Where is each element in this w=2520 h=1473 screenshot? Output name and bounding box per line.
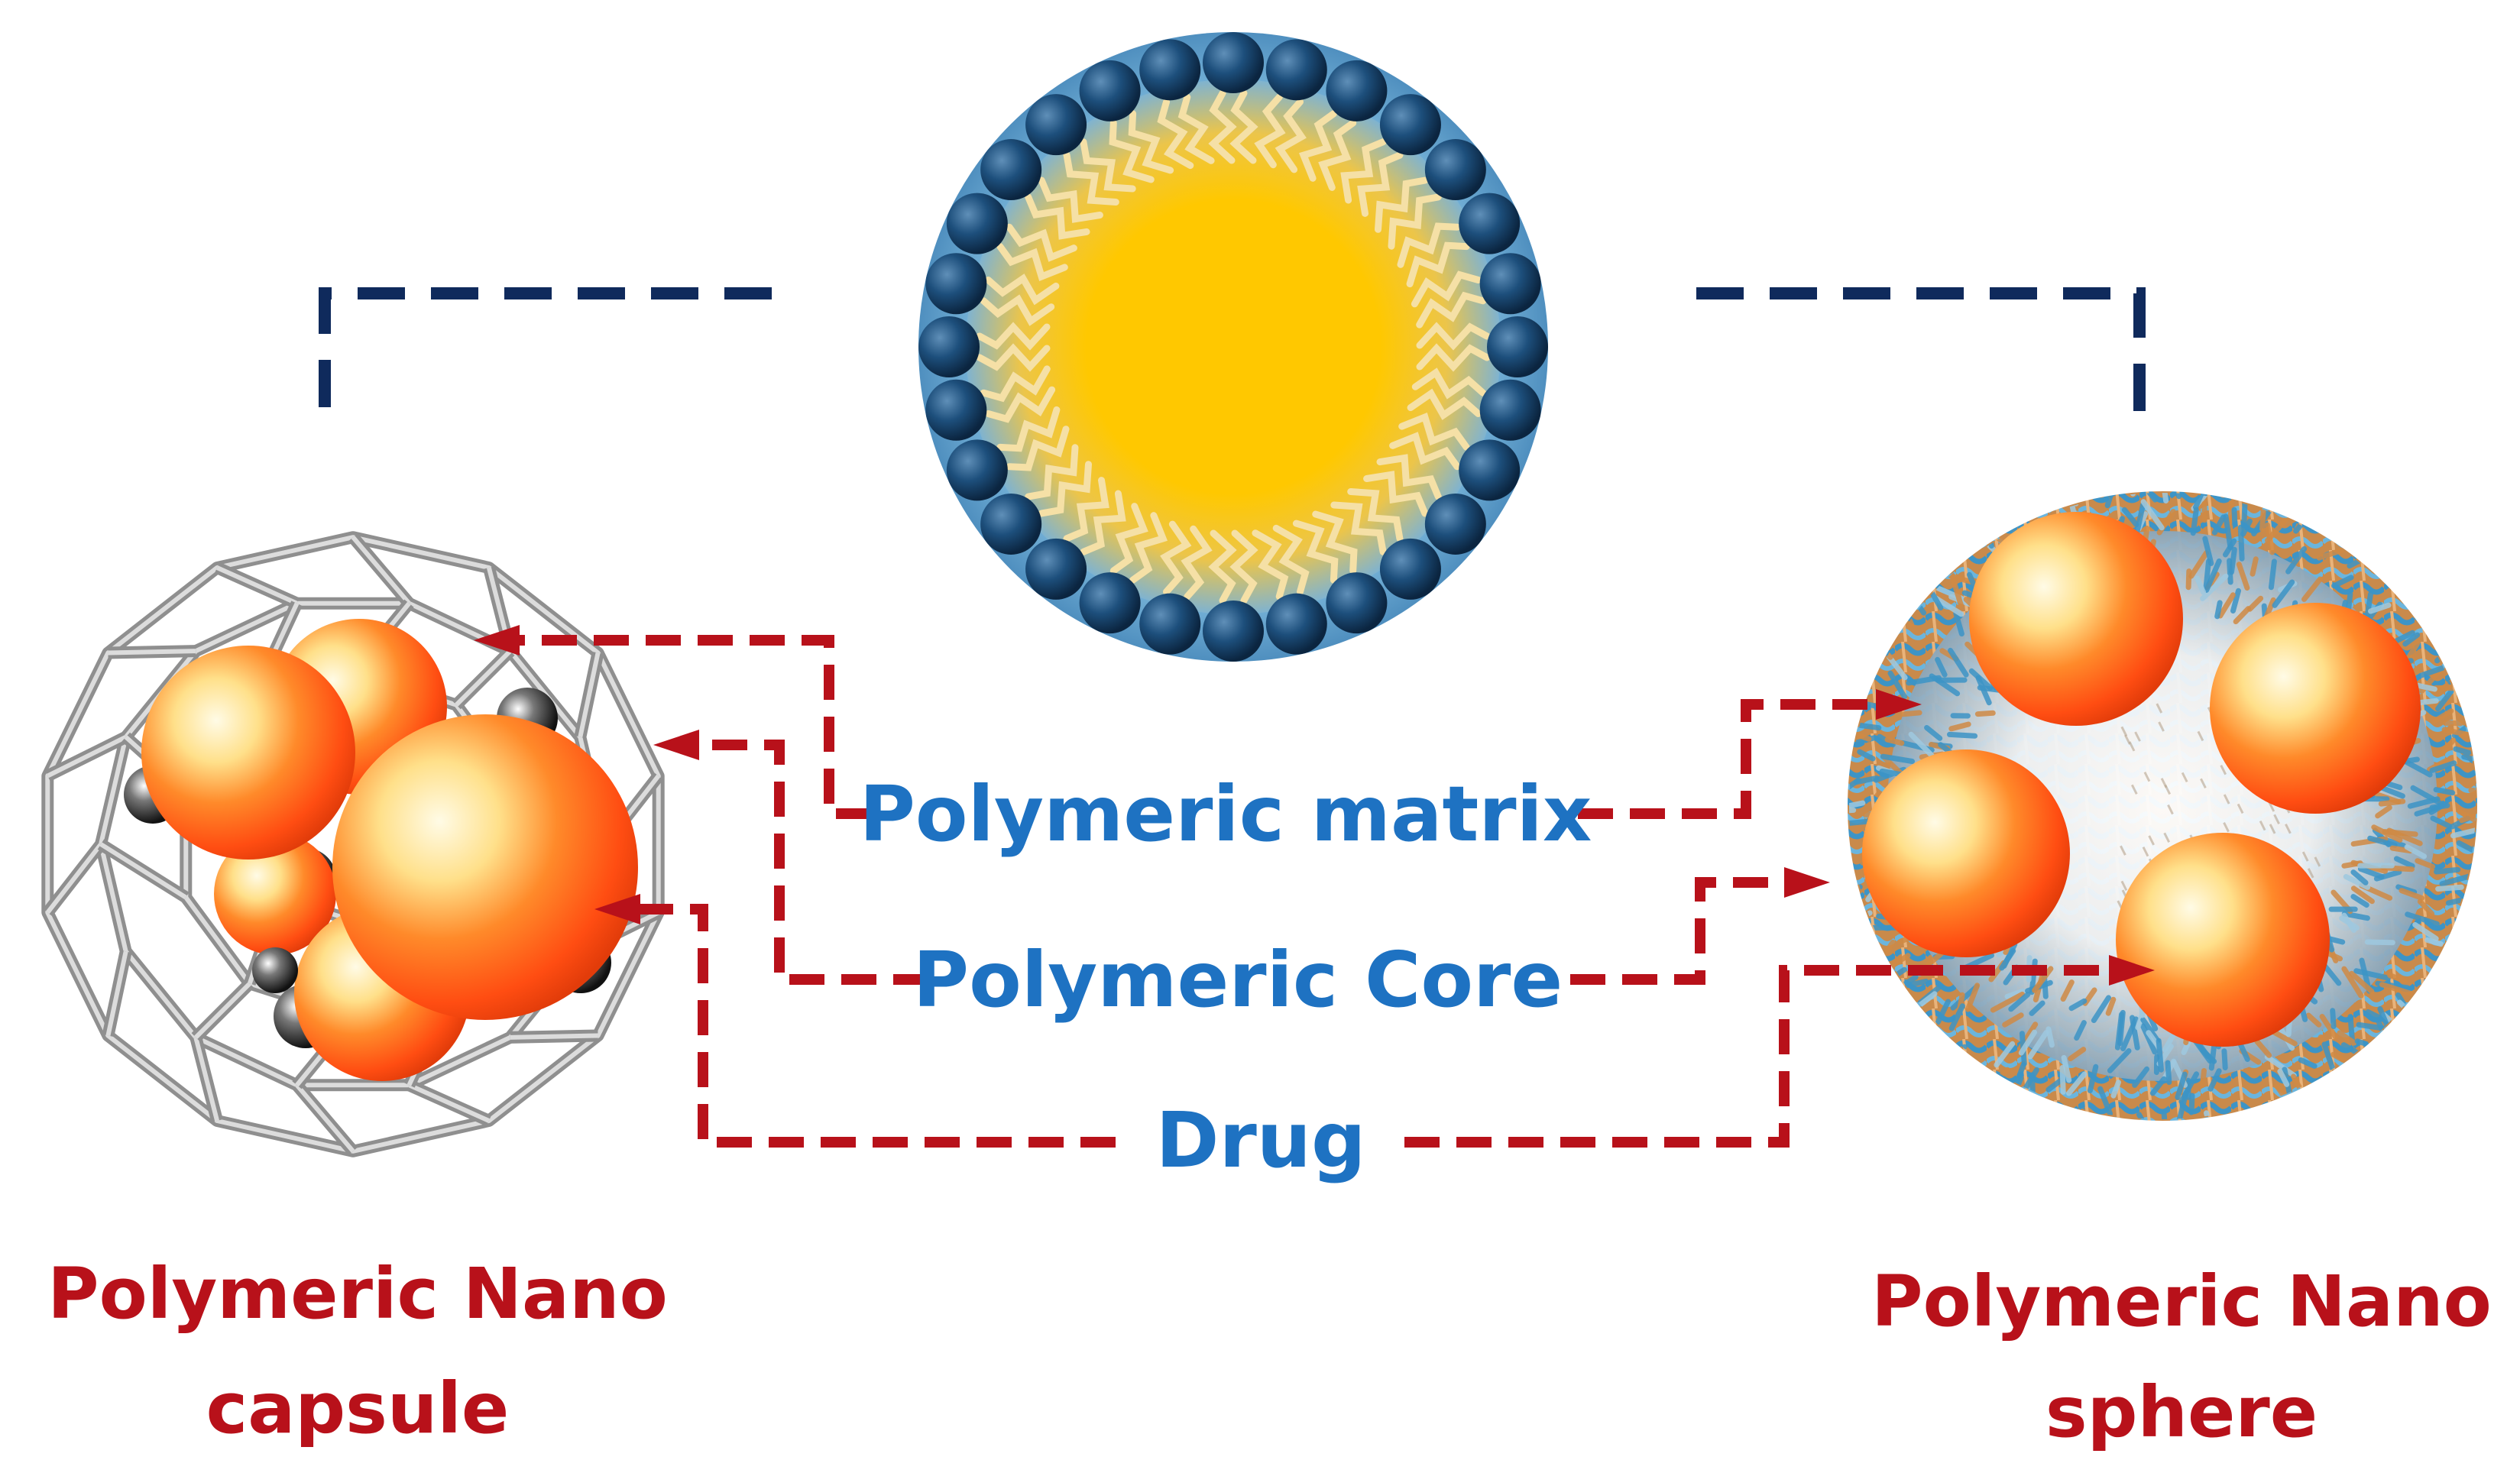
connector-core-right [1570,877,1784,985]
drug-sphere-icon [141,646,355,860]
label-nano-capsule-line2: capsule [206,1368,510,1449]
connector-core-left [699,740,928,985]
label-nano-capsule-line1: Polymeric Nano [47,1253,668,1335]
drug-sphere-icon [1862,749,2070,957]
label-polymeric-matrix: Polymeric matrix [860,769,1592,859]
label-nano-sphere-line1: Polymeric Nano [1871,1261,2492,1342]
nanosphere-icon [1848,491,2477,1121]
drug-cluster-left [124,619,638,1081]
connector-matrix-left [520,635,871,819]
connector-drug-right [1404,965,2109,1148]
drug-sphere-icon [2210,603,2421,814]
fullerene-cage-capsule-icon [41,531,665,1157]
drug-sphere-icon [1969,512,2183,726]
drug-sphere-icon [332,714,638,1020]
label-drug: Drug [1155,1096,1365,1185]
micelle-icon [918,32,1548,662]
drug-sphere-icon [2116,833,2330,1047]
connector-left-blue [319,287,772,428]
connector-matrix-right [1578,699,1876,819]
label-polymeric-core: Polymeric Core [913,935,1563,1025]
connector-drug-left [640,904,1116,1148]
label-nano-sphere-line2: sphere [2045,1371,2318,1453]
drug-sphere-icon [214,833,336,955]
connector-right-blue [1696,287,2146,435]
